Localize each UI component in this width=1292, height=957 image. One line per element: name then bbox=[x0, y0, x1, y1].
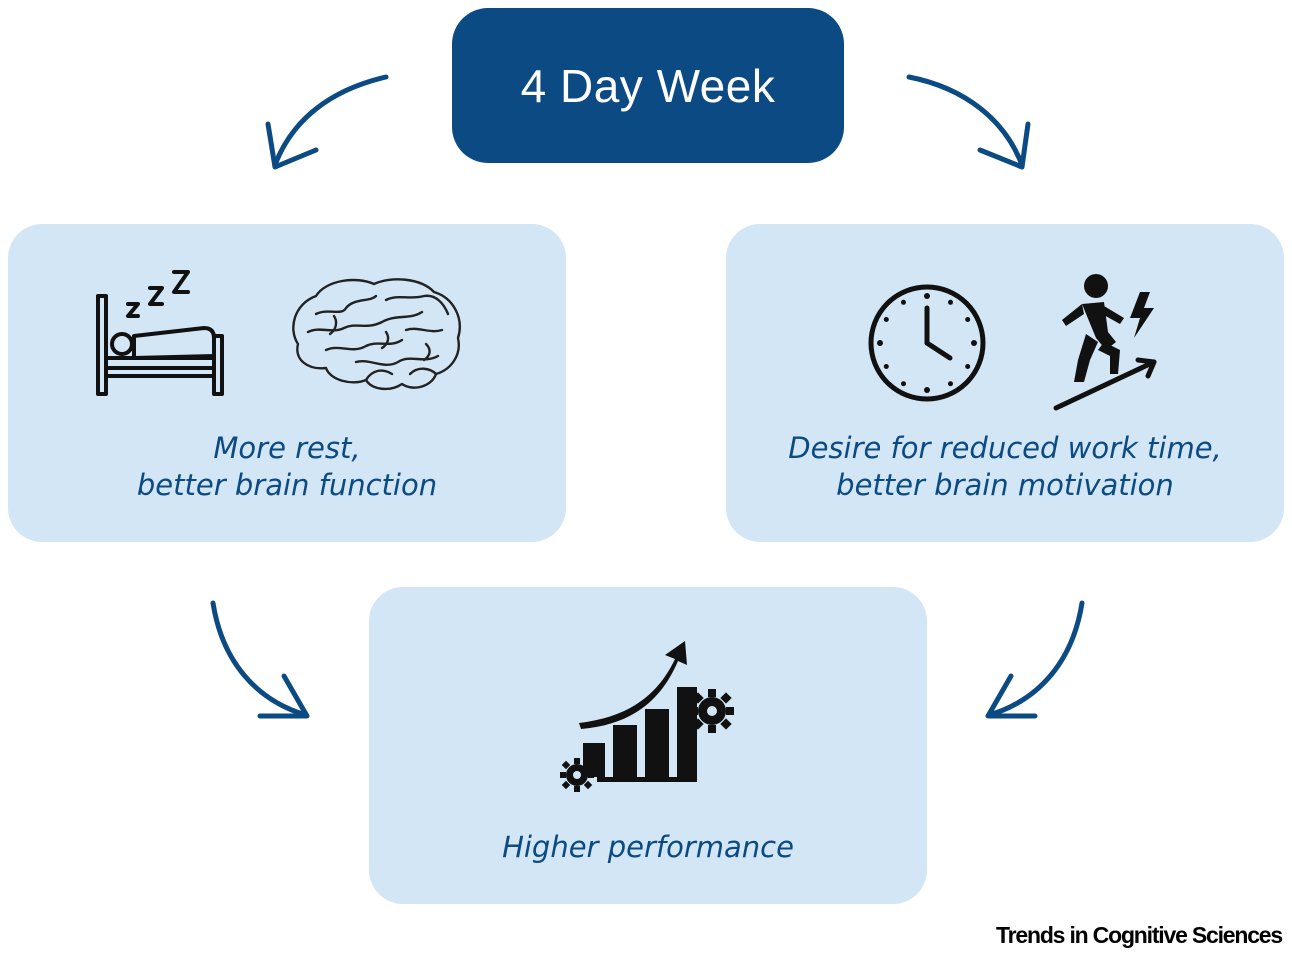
caption-line: better brain function bbox=[136, 468, 438, 502]
climbing-person-icon bbox=[1053, 274, 1157, 411]
caption-line: Higher performance bbox=[502, 830, 794, 864]
panel-performance: Higher performance bbox=[369, 587, 927, 904]
brain-icon bbox=[292, 278, 461, 391]
title-text: 4 Day Week bbox=[520, 59, 776, 112]
caption-motivation: Desire for reduced work time, better bra… bbox=[726, 430, 1284, 504]
caption-line: More rest, bbox=[213, 431, 361, 465]
caption-performance: Higher performance bbox=[369, 829, 927, 866]
growth-chart-gears-icon bbox=[560, 641, 734, 792]
caption-line: Desire for reduced work time, bbox=[788, 431, 1222, 465]
bed-sleep-icon bbox=[96, 270, 224, 396]
clock-icon bbox=[868, 284, 986, 402]
panel-rest: More rest, better brain function bbox=[8, 224, 566, 542]
title-box: 4 Day Week bbox=[452, 8, 844, 163]
journal-credit: Trends in Cognitive Sciences bbox=[996, 922, 1283, 948]
panel-motivation: Desire for reduced work time, better bra… bbox=[726, 224, 1284, 542]
caption-line: better brain motivation bbox=[836, 468, 1174, 502]
caption-rest: More rest, better brain function bbox=[8, 430, 566, 504]
